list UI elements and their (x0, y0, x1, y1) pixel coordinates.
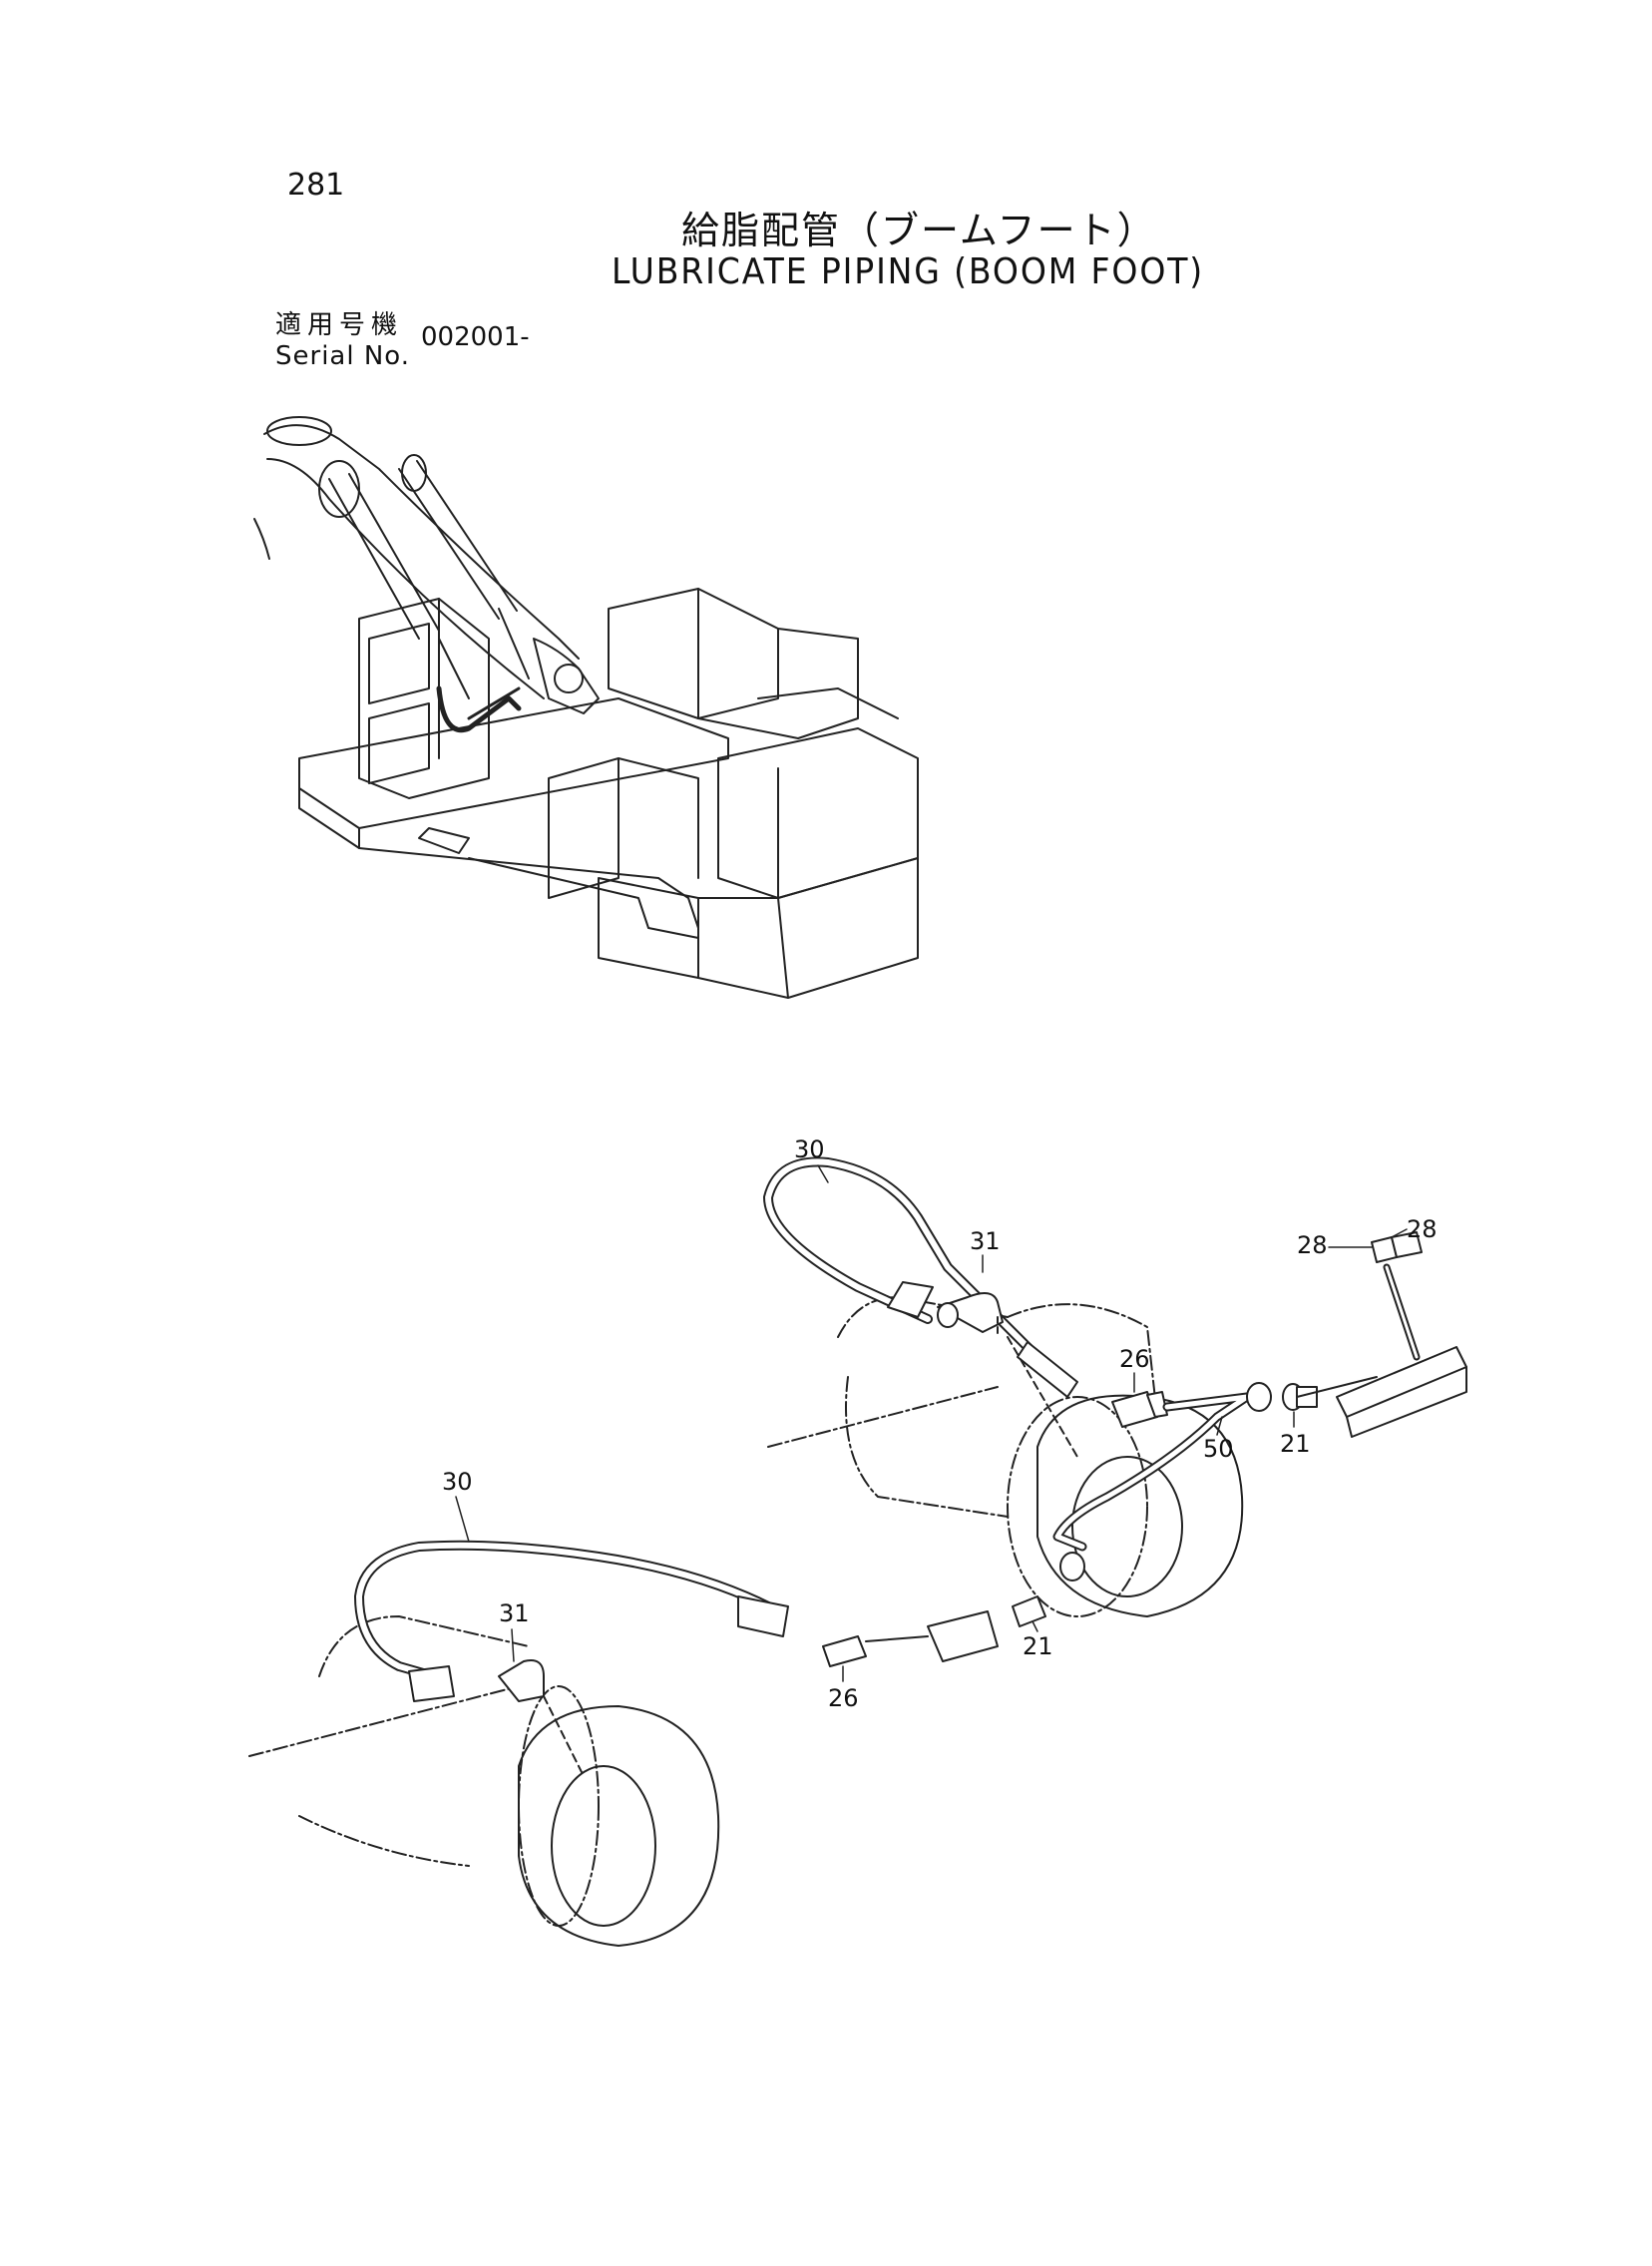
machine-overview-illustration (253, 416, 919, 999)
callout-31-upper: 31 (970, 1227, 1001, 1255)
lower-boom-foot-pin (248, 1615, 600, 1927)
upper-pin-end-face (1036, 1394, 1244, 1617)
serial-value: 002001- (421, 322, 530, 352)
title-english: LUBRICATE PIPING (BOOM FOOT) (612, 251, 1205, 292)
callout-26-upper: 26 (1119, 1345, 1150, 1373)
connector-26-upper (1111, 1391, 1168, 1428)
callout-30-upper: 30 (794, 1135, 825, 1163)
page-number: 281 (287, 168, 345, 203)
connector-21-upper (1282, 1383, 1318, 1411)
callout-30-lower: 30 (442, 1468, 473, 1496)
elbow-31-lower (498, 1659, 585, 1777)
connector-26-lower (822, 1635, 929, 1667)
lower-pin-end-face (518, 1705, 720, 1947)
connector-21-lower (1012, 1552, 1085, 1627)
grease-block-lower (927, 1610, 999, 1662)
callout-28-right: 28 (1407, 1215, 1438, 1243)
grease-block-28 (1296, 1231, 1467, 1438)
callout-50: 50 (1203, 1435, 1234, 1463)
upper-boom-foot-pin (767, 1296, 1158, 1617)
serial-label-english: Serial No. (275, 341, 410, 371)
leader-lines (455, 1164, 1408, 1682)
callout-21-lower: 21 (1023, 1632, 1053, 1660)
callout-26-lower: 26 (828, 1684, 859, 1712)
serial-label-japanese: 適用号機 (275, 310, 404, 340)
elbow-31-upper (937, 1292, 1078, 1458)
title-japanese: 給脂配管（ブームフート） (681, 209, 1157, 252)
callout-labels: 30 31 28 28 26 50 21 30 31 21 26 (442, 1135, 1438, 1712)
callout-31-lower: 31 (499, 1599, 530, 1627)
callout-28-left: 28 (1297, 1231, 1328, 1259)
hose-30-lower (354, 1540, 789, 1702)
callout-21-upper: 21 (1280, 1430, 1311, 1458)
pipe-50 (1052, 1382, 1272, 1552)
hose-30-upper (763, 1156, 1078, 1398)
